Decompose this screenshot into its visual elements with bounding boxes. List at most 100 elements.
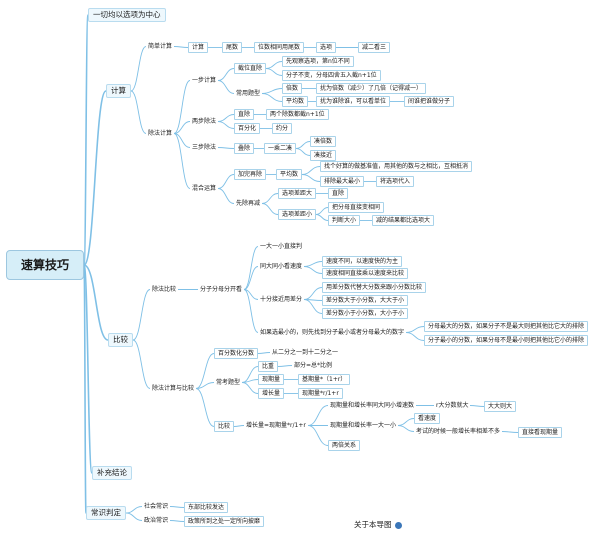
node-proportion[interactable]: 比重 [258, 361, 279, 372]
connector-node-political-sense-to-node-policy-success [169, 520, 185, 522]
node-simple-calc[interactable]: 简单计算 [148, 43, 173, 50]
branch-supplement[interactable]: 补充结论 [92, 466, 132, 480]
connector-node-division-calc-to-node-one-step [173, 80, 191, 134]
node-divide-then-subtract[interactable]: 先除再减 [236, 200, 261, 207]
connector-node-pick-smallest-to-node-max-denominator [405, 326, 425, 333]
node-stack-divide[interactable]: 叠除 [234, 143, 255, 154]
connector-branch-compare-to-node-division-compare [132, 289, 151, 341]
connector-node-division-calc-to-node-mixed-ops [173, 133, 191, 189]
node-base-period[interactable]: 基期量*（1+r） [298, 374, 351, 385]
connector-node-same-direction-to-node-speed-diff [303, 261, 323, 267]
node-frequent-types[interactable]: 常考题型 [216, 379, 241, 386]
node-double-relation[interactable]: 两倍关系 [328, 440, 361, 451]
connector-node-one-step-to-node-common-types [217, 80, 235, 94]
node-diff-replace[interactable]: 用差分数代替大分数来跟小分数比较 [322, 282, 427, 293]
node-social-sense[interactable]: 社会常识 [144, 503, 169, 510]
node-common-types[interactable]: 常用题型 [236, 90, 261, 97]
node-reduce-fraction[interactable]: 约分 [272, 123, 293, 134]
node-one-big-one-small[interactable]: 现期量和增长率一大一小 [330, 422, 397, 429]
node-speed-same[interactable]: 速度相同直接乘以速度来比较 [322, 268, 409, 279]
node-east-developed[interactable]: 东部比较发达 [184, 502, 229, 513]
node-judge-size[interactable]: 判断大小 [328, 215, 361, 226]
node-calc-and-compare[interactable]: 除法计算与比较 [152, 385, 195, 392]
node-see-speed[interactable]: 看速度 [414, 413, 441, 424]
node-same-direction[interactable]: 同大同小看速度 [260, 263, 303, 270]
node-half-to-twelfth[interactable]: 从二分之一到十二分之一 [272, 349, 339, 356]
node-compare[interactable]: 比较 [214, 421, 235, 432]
node-one-multiply-two[interactable]: 一乘二凑 [264, 143, 297, 154]
node-r-bigger[interactable]: r大分数就大 [436, 402, 469, 409]
branch-common-sense[interactable]: 常识判定 [86, 506, 126, 520]
node-calc[interactable]: 计算 [188, 42, 209, 53]
node-gap-small[interactable]: 选项差距小 [278, 209, 317, 220]
node-see-current[interactable]: 直接看现期量 [518, 427, 563, 438]
node-baseline-offset[interactable]: 找个好算的做基准值，用其他的数与之相比，互相抵消 [320, 161, 473, 172]
connector-node-divide-then-subtract-to-node-gap-large [261, 193, 279, 204]
connector-node-truncate-divide-to-node-observe-options [265, 61, 283, 69]
node-big-big[interactable]: 大大则大 [484, 401, 517, 412]
node-gap-large-divide[interactable]: 直除 [328, 188, 349, 199]
node-exam-note[interactable]: 考试的时候一般增长率相差不多 [416, 428, 501, 435]
node-one-step[interactable]: 一步计算 [192, 77, 217, 84]
node-minus-two[interactable]: 减二看三 [358, 42, 391, 53]
node-same-denominator[interactable]: 把分母直接变相同 [328, 202, 385, 213]
node-make-multiple[interactable]: 凑倍数 [310, 136, 337, 147]
node-observe-options[interactable]: 先观察选项，第n位不同 [282, 56, 354, 67]
connector-node-mixed-ops-to-node-add-then-divide [217, 174, 235, 189]
node-percent-to-fraction[interactable]: 百分数化分数 [214, 348, 259, 359]
node-round-denominator[interactable]: 分子不变，分母四舍五入截n+1位 [282, 70, 381, 81]
node-ask-numerator[interactable]: 间谁把谁做分子 [404, 96, 455, 107]
node-two-divisors[interactable]: 两个除数都截n+1位 [266, 109, 329, 120]
node-division-calc[interactable]: 除法计算 [148, 130, 173, 137]
connector-node-one-step-to-node-truncate-divide [217, 68, 235, 81]
node-gap-large[interactable]: 选项差距大 [278, 188, 317, 199]
connector-node-mix-average-to-node-exclude-extremes [301, 174, 321, 182]
node-big-small[interactable]: 一大一小直接判 [260, 243, 303, 250]
node-current-value[interactable]: 现期量 [258, 374, 285, 385]
node-three-step[interactable]: 三步除法 [192, 144, 217, 151]
branch-option-centered[interactable]: 一切均以选项为中心 [88, 8, 166, 22]
node-direct-divide[interactable]: 直除 [234, 109, 255, 120]
node-part-total[interactable]: 部分=总*比例 [294, 362, 333, 369]
node-growth-eq[interactable]: 增长量=现期量*r/1+r [246, 422, 306, 429]
node-truncate-divide[interactable]: 截位直除 [234, 63, 267, 74]
node-diff-method[interactable]: 十分接近用差分 [260, 296, 303, 303]
node-speed-diff[interactable]: 速度不同，以速度快的为主 [322, 256, 403, 267]
node-tail-digit[interactable]: 尾数 [222, 42, 243, 53]
connector-node-frequent-types-to-node-growth-amount [241, 382, 259, 394]
node-multiple[interactable]: 倍数 [282, 83, 303, 94]
node-diff-greater[interactable]: 差分数大于小分数，大大于小 [322, 295, 409, 306]
node-same-big-small[interactable]: 现期量和增长率同大同小增速数 [330, 402, 415, 409]
node-growth-amount[interactable]: 增长量 [258, 388, 285, 399]
node-percentize[interactable]: 百分化 [234, 123, 261, 134]
node-same-digits[interactable]: 位数相同用尾数 [254, 42, 305, 53]
node-exclude-extremes[interactable]: 排除最大最小 [320, 176, 365, 187]
node-division-compare[interactable]: 除法比较 [152, 286, 177, 293]
node-add-then-divide[interactable]: 加完再除 [234, 169, 267, 180]
node-multiple-desc[interactable]: 扰为倍数（减少）了几倍（记得减一） [316, 83, 427, 94]
node-options[interactable]: 选项 [316, 42, 337, 53]
node-policy-success[interactable]: 政策所到之处一定所向披靡 [184, 516, 265, 527]
node-substitute-options[interactable]: 将选项代入 [376, 176, 415, 187]
root-node[interactable]: 速算技巧 [6, 250, 84, 280]
connector-node-mix-average-to-node-baseline-offset [301, 166, 321, 175]
node-average[interactable]: 平均数 [282, 96, 309, 107]
node-political-sense[interactable]: 政治常识 [144, 517, 169, 524]
node-mixed-ops[interactable]: 混合运算 [192, 185, 217, 192]
node-average-desc[interactable]: 扰为谁除谁，可以看单位 [316, 96, 391, 107]
node-make-close[interactable]: 凑接近 [310, 150, 337, 161]
node-subtract-larger[interactable]: 减的结果都比选项大 [372, 215, 435, 226]
node-max-denominator[interactable]: 分母最大的分数，如果分子不是最大则把其他比它大的排除 [424, 321, 589, 332]
branch-compare[interactable]: 比较 [108, 333, 133, 347]
node-growth-formula[interactable]: 现期量*r/1+r [298, 388, 343, 399]
connector-root-node-to-branch-common-sense [83, 264, 87, 514]
branch-calc[interactable]: 计算 [106, 84, 131, 98]
connector-root-node-to-branch-option-centered [83, 14, 89, 266]
node-split-view[interactable]: 分子分母分开看 [200, 286, 243, 293]
node-min-numerator[interactable]: 分子最小的分数，如果分母不是最小则把其他比它小的排除 [424, 335, 589, 346]
node-mix-average[interactable]: 平均数 [276, 169, 303, 180]
about-map-link[interactable]: 关于本导图 [354, 521, 402, 529]
node-pick-smallest[interactable]: 如果选最小的，则先找到分子最小或者分母最大的数字 [260, 329, 405, 336]
node-diff-less[interactable]: 差分数小于小分数，大小于小 [322, 308, 409, 319]
node-two-step[interactable]: 两步除法 [192, 118, 217, 125]
